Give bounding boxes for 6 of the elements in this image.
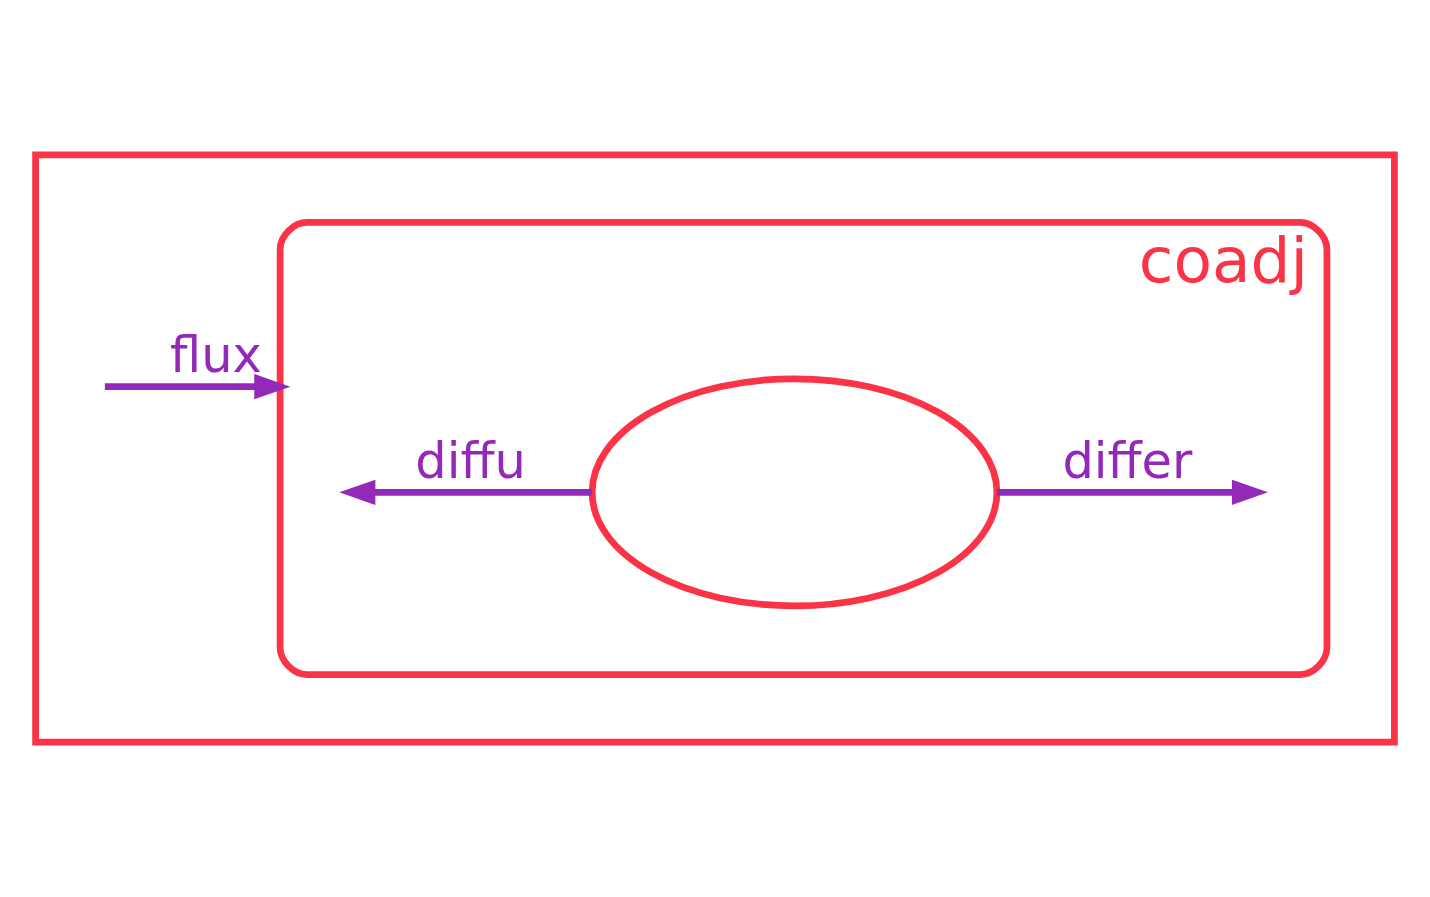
edge-label: differ [1062,431,1193,490]
node-ellipse [588,375,1001,610]
arrow [104,374,291,400]
cluster [32,151,1398,746]
edge-label: flux [170,326,262,385]
edge-label: diffu [415,431,526,490]
